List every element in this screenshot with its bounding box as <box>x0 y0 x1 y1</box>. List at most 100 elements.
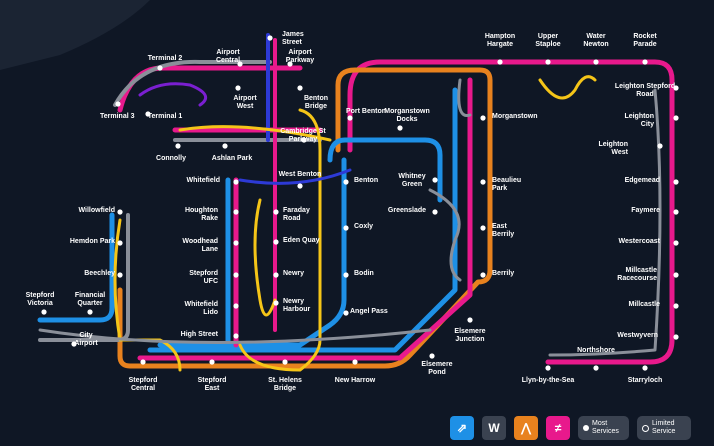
metro-icon[interactable]: ≠ <box>546 416 570 440</box>
station-dot-upper-staploe[interactable] <box>545 59 551 65</box>
station-dot-water-newton[interactable] <box>593 59 599 65</box>
station-dot-newry-harbour[interactable] <box>273 300 279 306</box>
station-dot-millcastle[interactable] <box>673 303 679 309</box>
station-label-morganstown[interactable]: Morganstown <box>492 113 538 120</box>
station-dot-morganstown[interactable] <box>480 115 486 121</box>
station-dot-financial-quarter[interactable] <box>87 309 93 315</box>
station-dot-beaulieu-park[interactable] <box>480 179 486 185</box>
station-label-new-harrow[interactable]: New Harrow <box>335 377 376 384</box>
station-dot-newry[interactable] <box>273 272 279 278</box>
station-label-edgemead[interactable]: Edgemead <box>625 177 660 184</box>
station-label-terminal-2[interactable]: Terminal 2 <box>148 55 183 62</box>
station-dot-st-helens-bridge[interactable] <box>282 359 288 365</box>
station-label-beechley[interactable]: Beechley <box>84 270 115 277</box>
station-label-millcastle[interactable]: Millcastle <box>628 301 660 308</box>
station-label-benton[interactable]: Benton <box>354 177 378 184</box>
station-dot-coxly[interactable] <box>343 225 349 231</box>
station-dot-llyn-by-the-sea[interactable] <box>545 365 551 371</box>
station-dot-cambridge-st-parkway[interactable] <box>301 137 307 143</box>
station-dot-willowfield[interactable] <box>117 209 123 215</box>
station-dot-airport-west[interactable] <box>235 85 241 91</box>
station-label-bodin[interactable]: Bodin <box>354 270 374 277</box>
station-label-newry[interactable]: Newry <box>283 270 304 277</box>
station-label-willowfield[interactable]: Willowfield <box>79 207 116 214</box>
station-dot-port-benton[interactable] <box>347 115 353 121</box>
station-dot-hampton-hargate[interactable] <box>497 59 503 65</box>
limited-service-key[interactable]: Limited Service <box>637 416 691 440</box>
station-dot-millcastle-racecourse[interactable] <box>673 272 679 278</box>
station-dot-morganstown-docks[interactable] <box>397 125 403 131</box>
station-label-northshore[interactable]: Northshore <box>577 347 615 354</box>
station-dot-northshore[interactable] <box>593 365 599 371</box>
station-dot-westercoast[interactable] <box>673 240 679 246</box>
station-dot-east-berrily[interactable] <box>480 225 486 231</box>
station-label-westwyvern[interactable]: Westwyvern <box>617 332 658 339</box>
station-label-llyn-by-the-sea[interactable]: Llyn-by-the-Sea <box>522 377 575 384</box>
airlink-icon[interactable]: ⋀ <box>514 416 538 440</box>
station-dot-benton-bridge[interactable] <box>297 85 303 91</box>
station-label-west-benton[interactable]: West Benton <box>279 171 322 178</box>
station-label-ashlan-park[interactable]: Ashlan Park <box>212 155 253 162</box>
station-dot-leighton-stepford-road[interactable] <box>673 85 679 91</box>
station-dot-hemdon-park[interactable] <box>117 240 123 246</box>
station-dot-faraday-road[interactable] <box>273 209 279 215</box>
station-dot-faymere[interactable] <box>673 209 679 215</box>
station-label-high-street[interactable]: High Street <box>181 331 219 338</box>
station-dot-berrily[interactable] <box>480 272 486 278</box>
station-dot-new-harrow[interactable] <box>352 359 358 365</box>
station-dot-houghton-rake[interactable] <box>233 209 239 215</box>
waterline-icon[interactable]: W <box>482 416 506 440</box>
station-dot-airport-central[interactable] <box>237 61 243 67</box>
station-dot-rocket-parade[interactable] <box>642 59 648 65</box>
station-label-terminal-1[interactable]: Terminal 1 <box>148 113 183 120</box>
station-dot-elsemere-junction[interactable] <box>467 317 473 323</box>
station-label-westercoast[interactable]: Westercoast <box>618 238 660 245</box>
station-dot-eden-quay[interactable] <box>273 239 279 245</box>
station-dot-whitney-green[interactable] <box>432 177 438 183</box>
station-dot-james-street[interactable] <box>267 35 273 41</box>
station-label-coxly[interactable]: Coxly <box>354 223 373 230</box>
station-dot-terminal-3[interactable] <box>115 101 121 107</box>
station-dot-benton[interactable] <box>343 179 349 185</box>
stepford-connect-icon[interactable]: ⇗ <box>450 416 474 440</box>
station-dot-ashlan-park[interactable] <box>222 143 228 149</box>
station-dot-starryloch[interactable] <box>642 365 648 371</box>
station-dot-airport-parkway[interactable] <box>287 61 293 67</box>
station-dot-terminal-1[interactable] <box>145 111 151 117</box>
most-services-key[interactable]: Most Services <box>578 416 629 440</box>
station-dot-stepford-central[interactable] <box>140 359 146 365</box>
station-dot-leighton-city[interactable] <box>673 115 679 121</box>
station-dot-west-benton[interactable] <box>297 183 303 189</box>
station-dot-connolly[interactable] <box>175 143 181 149</box>
station-label-angel-pass[interactable]: Angel Pass <box>350 308 388 315</box>
station-label-port-benton[interactable]: Port Benton <box>346 108 386 115</box>
station-label-eden-quay[interactable]: Eden Quay <box>283 237 320 244</box>
station-label-faymere[interactable]: Faymere <box>631 207 660 214</box>
station-dot-whitefield-lido[interactable] <box>233 303 239 309</box>
